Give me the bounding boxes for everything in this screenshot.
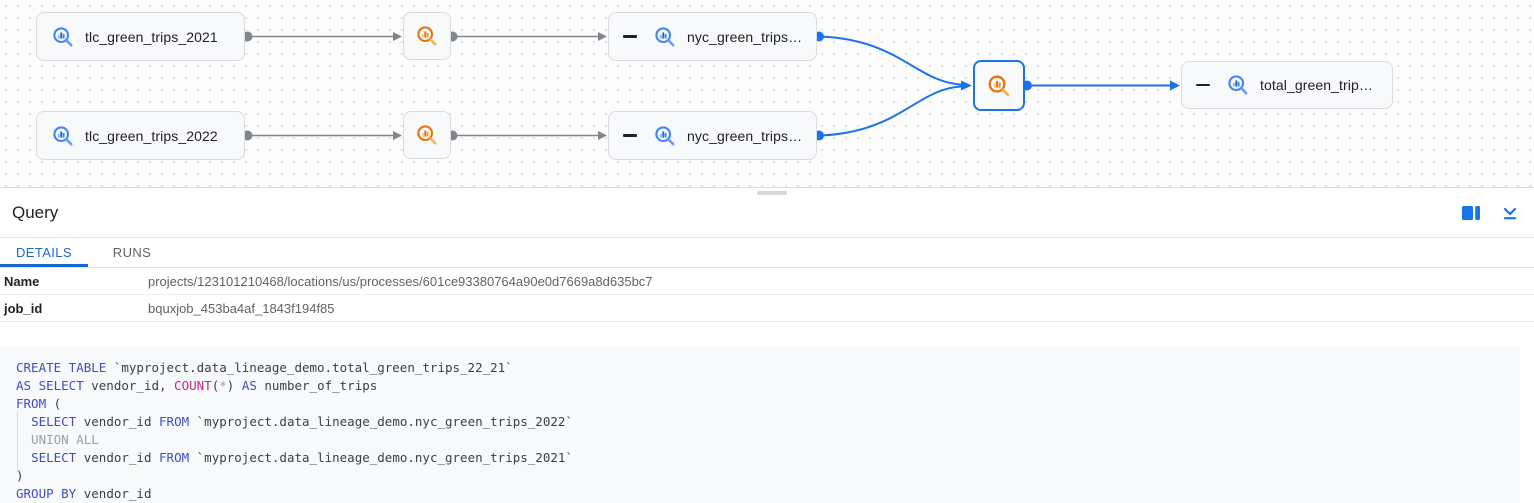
detail-label: job_id <box>4 300 43 316</box>
panel-tabs: DETAILS RUNS <box>0 238 1534 268</box>
node-label: total_green_trip… <box>1260 77 1373 93</box>
bigquery-table-icon <box>53 26 73 47</box>
panel-header: Query <box>0 188 1534 238</box>
node-nyc-green-trips-2022[interactable]: nyc_green_trips… <box>608 111 817 160</box>
node-label: nyc_green_trips… <box>687 127 803 144</box>
node-process-query-1[interactable] <box>403 12 451 60</box>
sql-code: CREATE TABLE `myproject.data_lineage_dem… <box>16 360 573 501</box>
lineage-graph-canvas[interactable]: tlc_green_trips_2021 tlc_green_trips_202… <box>0 0 1534 188</box>
split-view-icon[interactable] <box>1462 205 1480 220</box>
collapse-columns-icon[interactable] <box>623 35 637 38</box>
detail-row-job-id: job_id bquxjob_453ba4af_1843f194f85 <box>0 295 1534 322</box>
node-label: nyc_green_trips… <box>687 28 803 45</box>
tab-runs[interactable]: RUNS <box>112 245 152 260</box>
bigquery-table-icon <box>655 26 675 47</box>
sql-code-block: CREATE TABLE `myproject.data_lineage_dem… <box>0 347 1520 503</box>
collapse-columns-icon[interactable] <box>623 134 637 137</box>
node-tlc-green-trips-2022[interactable]: tlc_green_trips_2022 <box>36 111 245 160</box>
collapse-columns-icon[interactable] <box>1196 83 1210 87</box>
node-tlc-green-trips-2021[interactable]: tlc_green_trips_2021 <box>36 12 245 61</box>
node-process-query-2[interactable] <box>403 111 451 159</box>
tab-details[interactable]: DETAILS <box>0 238 88 267</box>
bigquery-table-icon <box>655 125 675 146</box>
detail-value: projects/123101210468/locations/us/proce… <box>148 273 653 289</box>
detail-label: Name <box>4 273 40 289</box>
node-nyc-green-trips-2021[interactable]: nyc_green_trips… <box>608 12 817 61</box>
panel-title: Query <box>12 202 59 222</box>
detail-value: bquxjob_453ba4af_1843f194f85 <box>148 300 335 316</box>
query-details-panel: Query DETAILS RUNS Name projects/1231012… <box>0 188 1534 503</box>
indent-guide <box>17 411 18 473</box>
detail-row-name: Name projects/123101210468/locations/us/… <box>0 268 1534 295</box>
bigquery-table-icon <box>53 125 73 146</box>
bigquery-table-icon <box>1228 75 1248 95</box>
node-label: tlc_green_trips_2022 <box>85 127 218 144</box>
collapse-panel-icon[interactable] <box>1502 205 1518 221</box>
lineage-edges <box>242 31 1180 141</box>
bigquery-process-icon <box>988 75 1010 96</box>
node-total-green-trips[interactable]: total_green_trip… <box>1181 61 1393 109</box>
panel-resize-handle[interactable] <box>757 191 787 195</box>
bigquery-process-icon <box>417 26 437 46</box>
node-label: tlc_green_trips_2021 <box>85 28 218 45</box>
bigquery-process-icon <box>417 125 437 145</box>
node-process-query-selected[interactable] <box>973 60 1025 111</box>
